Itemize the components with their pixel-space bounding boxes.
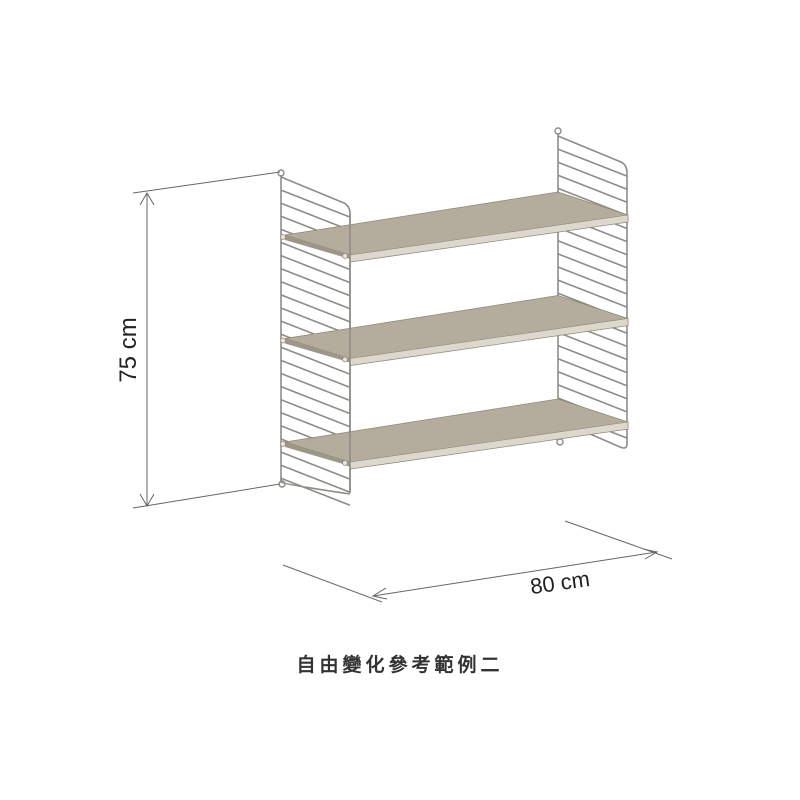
right-panel-wire (557, 148, 628, 177)
right-panel-wire (557, 384, 628, 413)
shelf-peg-icon (342, 356, 348, 363)
left-panel-wire (280, 359, 351, 389)
right-panel-wire (557, 371, 628, 400)
right-panel-wire (557, 226, 628, 256)
caption: 自由變化參考範例二 (296, 654, 504, 676)
shelf-peg-icon (342, 460, 348, 466)
height-extension-bottom (132, 483, 281, 509)
wall-hook-icon (556, 438, 564, 446)
right-panel-wire (557, 331, 628, 361)
right-panel-wire (557, 240, 628, 269)
left-panel-wire (280, 294, 351, 323)
shelf-side-edge (285, 338, 350, 363)
shelf-peg-icon (280, 234, 286, 240)
left-panel-wire (280, 451, 351, 480)
width-extension-left (282, 564, 383, 603)
left-panel-wire (280, 254, 351, 284)
left-panel-wire (280, 189, 351, 218)
shelf-peg-icon (342, 253, 348, 259)
left-panel-wire (280, 202, 351, 231)
dimension-lines (132, 171, 673, 603)
right-panel-wire (557, 357, 628, 387)
arrow-down-icon (139, 493, 155, 507)
left-panel-wire (280, 281, 351, 310)
left-panel-bottom-wire (280, 478, 351, 495)
arrow-right-icon (642, 548, 659, 560)
wall-shelf (277, 127, 629, 507)
left-panel-front-post (280, 176, 351, 493)
left-panel-wire (280, 477, 351, 507)
left-panel-wire (280, 464, 351, 493)
width-extension-right (564, 520, 673, 560)
right-panel-wire (557, 161, 628, 190)
shelf-side-edge (285, 442, 350, 466)
width-dimension-line (372, 551, 658, 597)
right-panel-wire (557, 174, 628, 204)
left-panel-wire (280, 267, 351, 297)
height-extension-top (132, 171, 281, 194)
shelf-peg-icon (280, 337, 286, 344)
shelf-peg-icon (280, 441, 286, 447)
arrow-up-icon (139, 192, 155, 206)
wall-hook-icon (278, 480, 286, 488)
left-panel-wire (280, 398, 351, 428)
height-label: 75 cm (115, 317, 142, 382)
wall-hook-icon (277, 169, 285, 177)
shelf-side-edge (285, 235, 350, 259)
width-label: 80 cm (529, 566, 592, 599)
wall-hook-icon (554, 127, 562, 135)
left-panel-wire (280, 241, 351, 271)
right-panel-wire (557, 253, 628, 282)
right-panel-wire (557, 344, 628, 374)
left-panel-wire (280, 372, 351, 402)
left-panel-wire (280, 346, 351, 376)
right-panel-wire (557, 266, 628, 295)
arrow-left-icon (371, 587, 388, 600)
right-panel-front-post (557, 135, 628, 449)
left-panel-wire (280, 385, 351, 415)
right-panel-wire (557, 279, 628, 308)
